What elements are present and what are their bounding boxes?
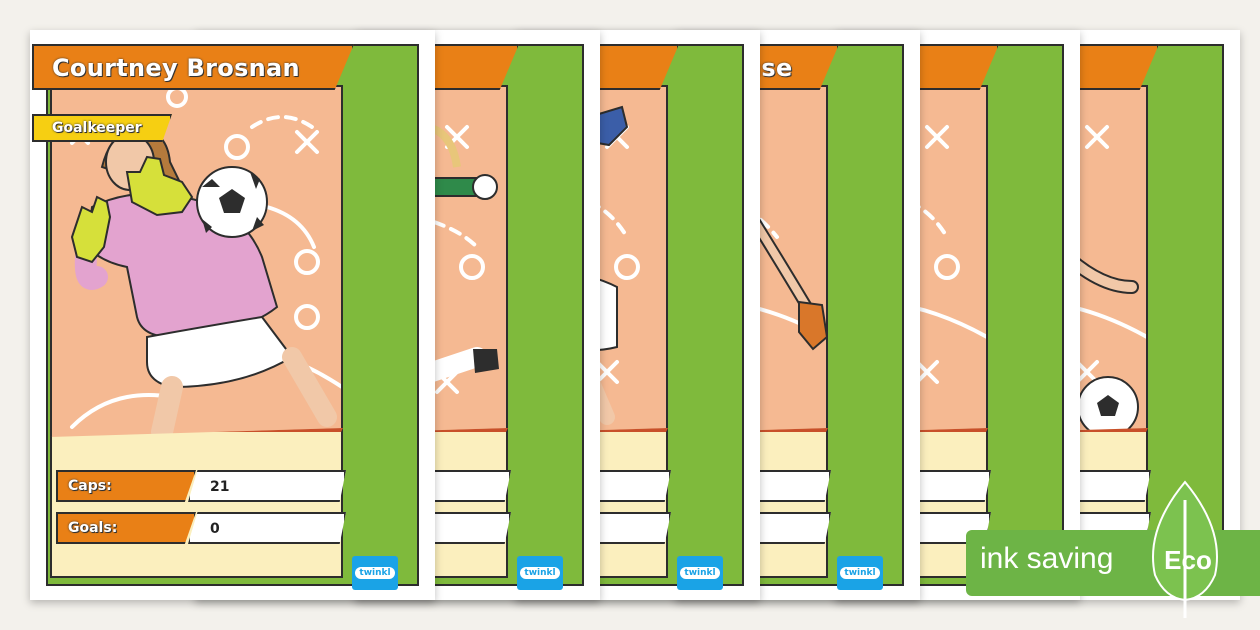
leaf-icon <box>1152 480 1218 618</box>
stat-row-goals: Goals: 0 <box>56 512 346 544</box>
logo-text: twinkl <box>355 567 395 579</box>
logo-text: twinkl <box>840 567 880 579</box>
stat-label: Caps: <box>56 470 196 502</box>
stat-value: 21 <box>188 470 346 502</box>
logo-text: twinkl <box>520 567 560 579</box>
stats-panel <box>50 428 343 578</box>
twinkl-logo: twinkl <box>352 556 398 590</box>
player-illustration <box>407 123 499 387</box>
player-card-1[interactable]: Courtney Brosnan Goalkeeper Caps: 21 Goa… <box>30 30 435 600</box>
ink-saving-label: ink saving <box>980 542 1114 575</box>
twinkl-logo: twinkl <box>677 556 723 590</box>
glove-icon <box>798 300 826 351</box>
football-icon <box>196 166 268 238</box>
stat-label: Goals: <box>56 512 196 544</box>
twinkl-logo: twinkl <box>517 556 563 590</box>
left-glove-icon <box>70 195 112 264</box>
right-glove-icon <box>125 155 194 217</box>
stat-row-caps: Caps: 21 <box>56 470 346 502</box>
stat-value: 0 <box>188 512 346 544</box>
logo-text: twinkl <box>680 567 720 579</box>
pitch-illustration <box>50 85 343 445</box>
football-icon <box>1077 376 1139 438</box>
player-illustration <box>70 127 337 443</box>
player-position: Goalkeeper <box>32 114 172 142</box>
player-name: Courtney Brosnan <box>32 44 354 90</box>
twinkl-logo: twinkl <box>837 556 883 590</box>
eco-label: Eco <box>1164 545 1212 575</box>
boot-icon <box>473 349 499 373</box>
